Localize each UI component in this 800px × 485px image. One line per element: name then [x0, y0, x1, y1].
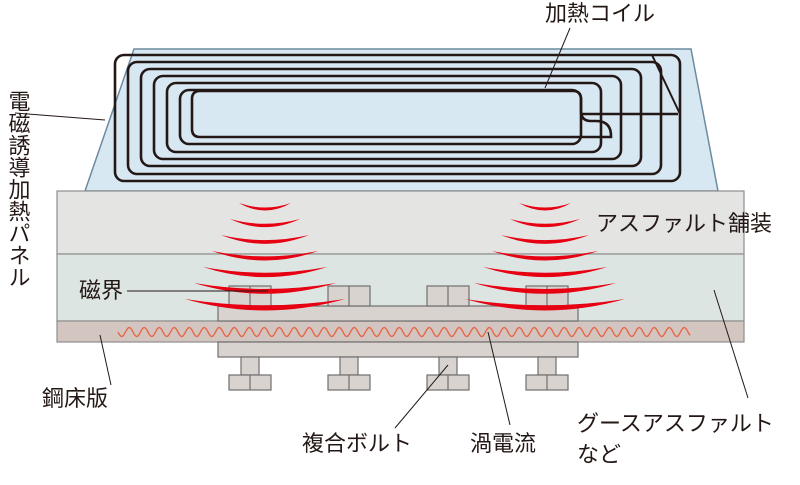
- magnetic-field-arc: [465, 299, 625, 311]
- steel-deck-label: 鋼床版: [42, 387, 108, 412]
- magnetic-field-arc: [519, 203, 571, 211]
- magnetic-field-arc: [492, 251, 598, 261]
- asphalt-layer: [56, 190, 745, 255]
- magnetic-field-arc: [501, 235, 589, 244]
- guss-asphalt-label-2: など: [577, 443, 621, 468]
- magnetic-field-arc: [483, 267, 607, 278]
- magnetic-field-arc: [230, 219, 300, 228]
- bolt-shank: [240, 356, 260, 376]
- leader-lines: [14, 27, 749, 429]
- bolt-shank: [339, 356, 359, 376]
- panel-label: 電磁誘導加熱パネル: [5, 90, 31, 288]
- magnetic-field-right: [465, 203, 625, 311]
- steel-deck-plate: [56, 320, 745, 343]
- magnetic-field-arc: [185, 299, 345, 311]
- heating-coil: [113, 53, 682, 183]
- magnetic-field-arc: [239, 203, 291, 211]
- lower-bolt-plate: [217, 341, 579, 358]
- magnetic-field-arc: [221, 235, 309, 244]
- composite-bolt-label: 複合ボルト: [302, 432, 412, 457]
- bolt-shank: [537, 356, 557, 376]
- heating-coil-label: 加熱コイル: [545, 2, 655, 27]
- guss-asphalt-label: グースアスファルト: [577, 412, 774, 437]
- magnetic-field-arc: [212, 251, 318, 261]
- magnetic-field-label: 磁界: [79, 279, 123, 304]
- asphalt-pavement-label: アスファルト舗装: [596, 212, 772, 237]
- magnetic-field-arc: [474, 283, 616, 294]
- eddy-current-wave: [117, 326, 691, 338]
- magnetic-field-arc: [510, 219, 580, 228]
- lower-bolt-nuts: [228, 356, 569, 391]
- upper-bolt-plate: [217, 305, 579, 322]
- magnetic-field-arc: [203, 267, 327, 278]
- eddy-current-label: 渦電流: [470, 432, 536, 457]
